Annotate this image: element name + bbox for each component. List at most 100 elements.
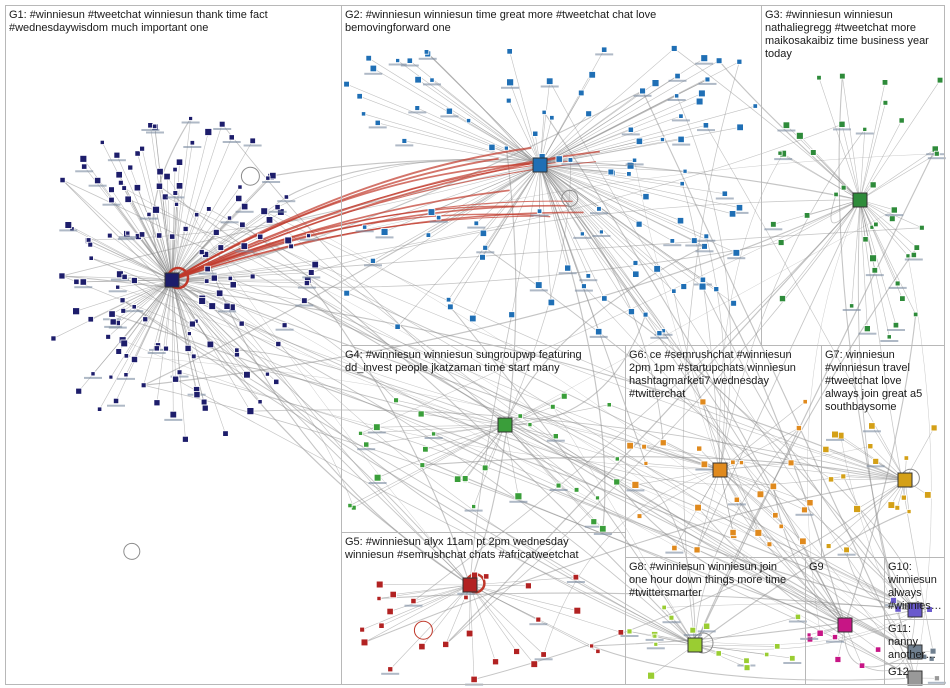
network-node[interactable] <box>795 425 802 432</box>
network-node[interactable] <box>108 310 116 318</box>
network-node[interactable] <box>79 154 88 163</box>
network-node[interactable] <box>190 353 197 360</box>
network-node[interactable] <box>732 249 741 257</box>
network-node[interactable] <box>395 58 401 63</box>
network-node[interactable] <box>506 78 515 87</box>
network-node[interactable] <box>905 253 911 259</box>
network-node[interactable] <box>573 606 582 615</box>
network-node[interactable] <box>283 194 290 200</box>
network-node[interactable] <box>169 410 177 419</box>
network-node[interactable] <box>588 71 596 79</box>
network-node[interactable] <box>109 318 117 326</box>
network-node[interactable] <box>131 304 137 310</box>
network-node[interactable] <box>470 675 478 684</box>
network-node[interactable] <box>284 236 292 245</box>
network-node[interactable] <box>401 138 408 144</box>
network-node[interactable] <box>153 399 161 407</box>
network-node[interactable] <box>517 413 523 419</box>
network-node[interactable] <box>115 284 121 290</box>
network-node[interactable] <box>193 391 201 399</box>
network-node[interactable] <box>894 280 901 287</box>
network-node[interactable] <box>240 242 248 250</box>
network-node[interactable] <box>573 487 580 493</box>
network-node[interactable] <box>414 105 421 111</box>
network-node[interactable] <box>699 276 707 283</box>
network-node[interactable] <box>198 297 206 305</box>
network-node[interactable] <box>243 370 251 379</box>
network-node[interactable] <box>113 397 120 404</box>
network-node[interactable] <box>218 120 226 128</box>
network-node[interactable] <box>636 513 643 519</box>
network-node[interactable] <box>840 184 847 191</box>
network-node[interactable] <box>698 89 706 98</box>
network-node[interactable] <box>513 648 520 655</box>
network-node[interactable] <box>311 260 319 269</box>
network-node[interactable] <box>547 298 555 307</box>
hub-node-avatar[interactable] <box>462 577 478 593</box>
network-node[interactable] <box>693 546 701 554</box>
network-node[interactable] <box>668 614 675 621</box>
network-node[interactable] <box>590 518 598 526</box>
network-node[interactable] <box>794 613 801 620</box>
network-node[interactable] <box>90 371 96 377</box>
network-node[interactable] <box>527 422 533 428</box>
network-node[interactable] <box>264 371 270 377</box>
network-node[interactable] <box>834 656 842 663</box>
network-node[interactable] <box>632 270 640 278</box>
network-node[interactable] <box>508 311 516 319</box>
network-node[interactable] <box>903 455 909 461</box>
network-node[interactable] <box>595 328 603 336</box>
network-node[interactable] <box>789 655 796 662</box>
network-node[interactable] <box>689 626 697 634</box>
network-node[interactable] <box>647 671 655 680</box>
network-node[interactable] <box>514 492 523 501</box>
network-node[interactable] <box>123 372 129 378</box>
network-node[interactable] <box>249 273 256 280</box>
network-node[interactable] <box>447 303 454 311</box>
network-node[interactable] <box>463 594 469 601</box>
network-node[interactable] <box>238 320 245 327</box>
network-node[interactable] <box>226 215 233 221</box>
network-node[interactable] <box>906 509 912 514</box>
network-node[interactable] <box>387 666 394 673</box>
network-node[interactable] <box>843 546 850 554</box>
network-node[interactable] <box>700 460 709 468</box>
network-node[interactable] <box>265 175 271 181</box>
network-node[interactable] <box>146 211 152 218</box>
network-node[interactable] <box>119 297 126 304</box>
network-node[interactable] <box>303 279 310 286</box>
network-node[interactable] <box>752 103 758 109</box>
network-node[interactable] <box>702 122 710 129</box>
network-node[interactable] <box>632 260 639 266</box>
network-node[interactable] <box>306 233 312 239</box>
network-node[interactable] <box>626 441 634 450</box>
network-node[interactable] <box>601 295 608 302</box>
network-node[interactable] <box>581 283 587 290</box>
network-node[interactable] <box>868 422 876 430</box>
network-node[interactable] <box>75 387 83 395</box>
network-node[interactable] <box>739 460 744 466</box>
network-node[interactable] <box>900 494 907 501</box>
network-node[interactable] <box>217 244 225 251</box>
network-node[interactable] <box>828 476 835 483</box>
network-node[interactable] <box>799 537 807 545</box>
network-node[interactable] <box>782 121 791 129</box>
network-node[interactable] <box>184 344 192 352</box>
network-node[interactable] <box>453 475 462 483</box>
network-node[interactable] <box>730 459 736 465</box>
network-node[interactable] <box>930 424 938 432</box>
network-node[interactable] <box>260 207 268 216</box>
network-node[interactable] <box>206 206 212 212</box>
network-node[interactable] <box>307 269 315 276</box>
hub-node-avatar[interactable] <box>712 462 728 478</box>
network-node[interactable] <box>670 45 678 52</box>
network-node[interactable] <box>550 403 556 410</box>
network-node[interactable] <box>579 231 585 237</box>
network-node[interactable] <box>373 423 381 431</box>
network-node[interactable] <box>356 93 363 100</box>
network-node[interactable] <box>632 157 638 163</box>
network-node[interactable] <box>121 185 127 191</box>
network-node[interactable] <box>825 543 832 549</box>
network-node[interactable] <box>461 475 469 482</box>
network-node[interactable] <box>674 93 680 99</box>
